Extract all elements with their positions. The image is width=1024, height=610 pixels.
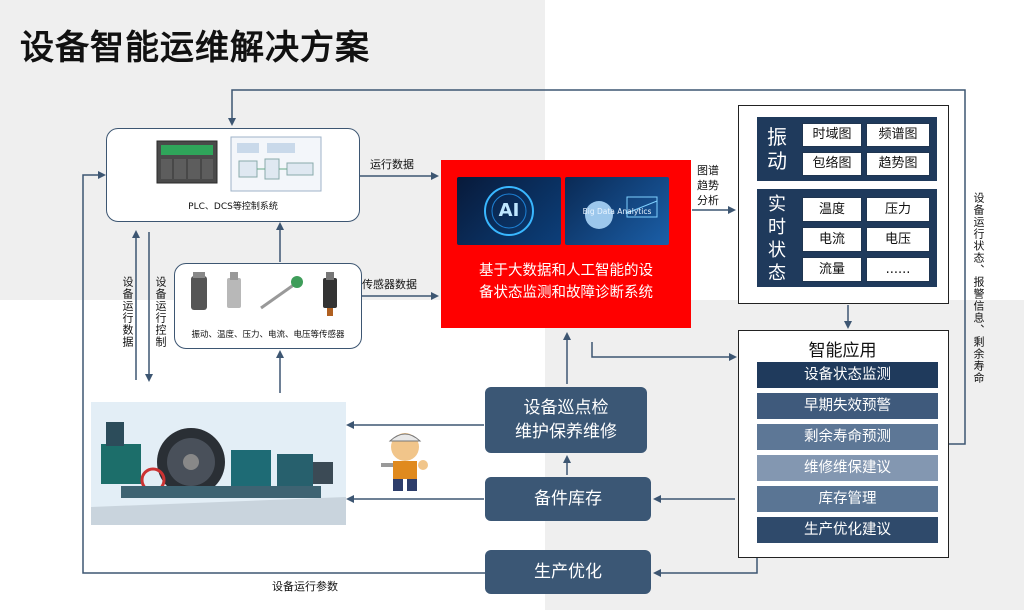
vibration-label: 振动 [767,125,787,173]
control-system-caption: PLC、DCS等控制系统 [188,202,278,212]
patrol-line1: 设备巡点检 [523,398,609,418]
vibration-item-time-domain: 时域图 [802,123,862,147]
app-item-status-monitoring: 设备状态监测 [757,362,938,388]
hoist-machine-drawing [91,422,346,525]
plc-illustration [156,136,322,192]
edge-label-run-data: 运行数据 [370,158,414,171]
ai-system-label: 基于大数据和人工智能的设 备状态监测和故障诊断系统 [441,260,691,304]
edge-label-equipment-run-data: 设备运行数据 [121,276,134,348]
production-optimization-box: 生产优化 [485,550,651,594]
edge-label-chart-trend: 图谱趋势分析 [697,164,719,207]
sensors-box: 振动、温度、压力、电流、电压等传感器 [174,263,362,349]
vibration-item-trend: 趋势图 [866,152,930,176]
app-item-production-advice: 生产优化建议 [757,517,938,543]
bigdata-thumbnail-label: Big Data Analytics [582,207,652,216]
app-item-inventory: 库存管理 [757,486,938,512]
ai-thumbnail-label: AI [498,200,520,221]
app-item-maintenance-advice: 维修维保建议 [757,455,938,481]
worker-mascot-icon [375,425,435,493]
edge-label-right-status: 设备运行状态、报警信息、剩余寿命 [972,192,985,384]
realtime-item-temperature: 温度 [802,197,862,222]
realtime-label: 实时状态 [768,194,786,284]
ai-system-label-line2: 备状态监测和故障诊断系统 [479,285,653,301]
realtime-item-more: ...... [866,257,930,282]
vibration-item-envelope: 包络图 [802,152,862,176]
equipment-machine-image [91,402,346,525]
realtime-item-pressure: 压力 [866,197,930,222]
patrol-line2: 维护保养维修 [515,422,617,442]
ai-thumbnail: AI [457,177,561,245]
app-item-life-prediction: 剩余寿命预测 [757,424,938,450]
page-title: 设备智能运维解决方案 [20,28,370,68]
vibration-item-spectrum: 频谱图 [866,123,930,147]
edge-label-equipment-run-control: 设备运行控制 [154,276,167,348]
realtime-item-voltage: 电压 [866,227,930,252]
sensors-illustration [191,272,337,316]
edge-label-sensor-data: 传感器数据 [362,278,417,291]
ai-diagnosis-system-box: AI Big Data Analytics 基于大数据和人工智能的设 备状态监测… [441,160,691,328]
smart-app-title: 智能应用 [808,341,877,361]
patrol-maintenance-box: 设备巡点检 维护保养维修 [485,387,647,453]
realtime-item-flow: 流量 [802,257,862,282]
control-system-box: PLC、DCS等控制系统 [106,128,360,222]
spare-parts-box: 备件库存 [485,477,651,521]
app-item-early-warning: 早期失效预警 [757,393,938,419]
ai-system-label-line1: 基于大数据和人工智能的设 [479,263,653,279]
arrow-ai-to-app [591,342,737,361]
bigdata-thumbnail: Big Data Analytics [565,177,669,245]
sensors-caption: 振动、温度、压力、电流、电压等传感器 [191,330,345,340]
realtime-item-current: 电流 [802,227,862,252]
arrow-params-loop [82,171,485,574]
edge-label-equipment-params: 设备运行参数 [272,580,338,593]
arrow-status-loop [228,89,966,445]
